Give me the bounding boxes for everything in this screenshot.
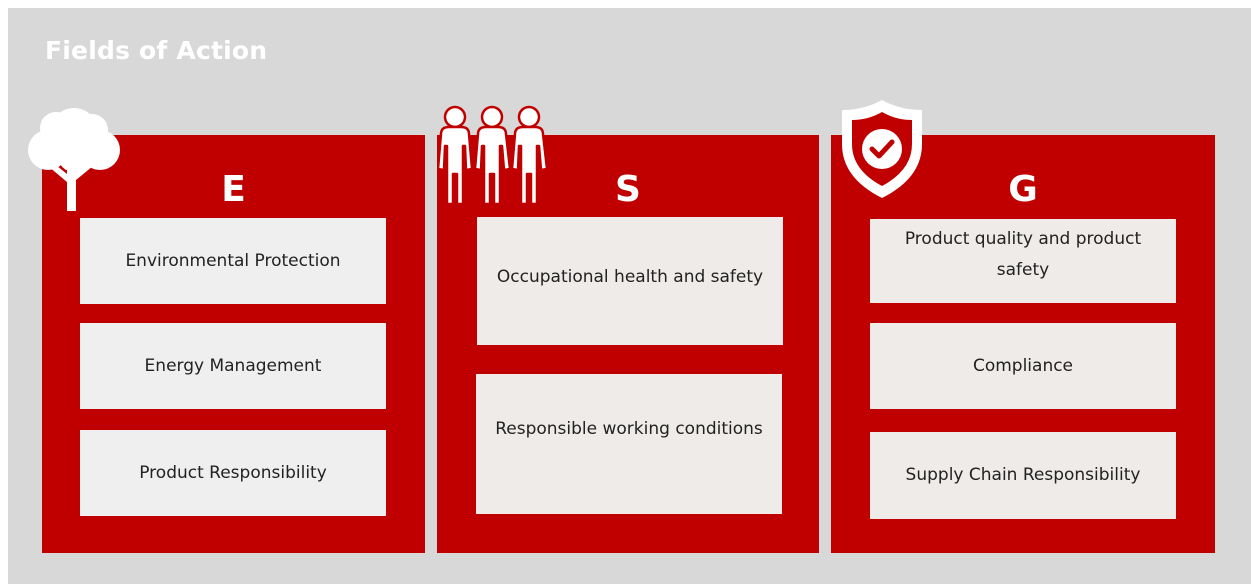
column-letter: E (221, 169, 246, 210)
field-label: Product quality and product safety (904, 229, 1142, 280)
people-icon (437, 104, 553, 206)
shield-check-icon (838, 96, 926, 202)
environmental-column: E Environmental Protection Energy Manage… (42, 135, 425, 553)
column-letter: S (615, 169, 641, 210)
field-card: Environmental Protection (80, 218, 386, 304)
field-card: Occupational health and safety (477, 217, 783, 345)
field-card: Compliance (870, 323, 1176, 409)
field-label: Compliance (972, 355, 1074, 376)
field-label: Energy Management (144, 355, 322, 376)
field-label: Environmental Protection (125, 250, 341, 271)
field-label: Supply Chain Responsibility (905, 465, 1141, 485)
field-label: Product Responsibility (139, 462, 327, 483)
field-label: Occupational health and safety (496, 266, 764, 287)
governance-column: G Product quality and product safety Com… (831, 135, 1215, 553)
field-card: Energy Management (80, 323, 386, 409)
field-card: Product quality and product safety (870, 219, 1176, 303)
field-card: Product Responsibility (80, 430, 386, 516)
page-title: Fields of Action (45, 36, 268, 65)
column-letter: G (1008, 169, 1038, 210)
field-card: Supply Chain Responsibility (870, 432, 1176, 519)
tree-icon (26, 104, 122, 212)
field-label: Responsible working conditions (495, 418, 763, 439)
field-card: Responsible working conditions (476, 374, 782, 514)
